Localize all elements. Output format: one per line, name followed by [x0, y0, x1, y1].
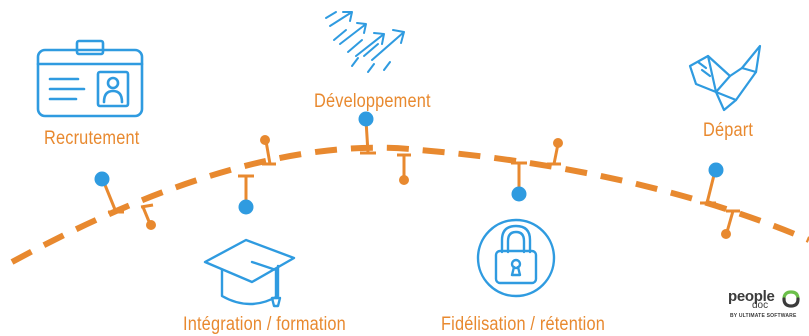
marker-recrutement [94, 171, 124, 214]
marker-integration [238, 174, 254, 215]
stage-label-developpement: Développement [314, 91, 431, 112]
graduation-cap-icon [203, 238, 296, 308]
pin-1 [140, 203, 156, 230]
marker-developpement [358, 111, 376, 155]
id-card-icon [36, 39, 144, 118]
stage-label-fidelisation: Fidélisation / rétention [441, 314, 605, 335]
stage-label-depart: Départ [703, 120, 754, 141]
logo-main-text: people [728, 288, 775, 305]
timeline-arc [10, 144, 809, 265]
stage-label-integration: Intégration / formation [183, 314, 346, 335]
pin-4 [547, 138, 563, 166]
marker-fidelisation [511, 161, 527, 202]
marker-depart [700, 162, 724, 205]
arrows-icon [325, 11, 405, 73]
padlock-icon [476, 218, 556, 298]
pin-5 [721, 209, 740, 239]
peopledoc-logo-icon [782, 290, 800, 308]
paper-crane-icon [688, 44, 762, 112]
logo-tagline: BY ULTIMATE SOFTWARE [730, 313, 797, 319]
pin-3 [397, 153, 411, 185]
pin-2 [260, 135, 276, 166]
stage-label-recrutement: Recrutement [44, 128, 140, 149]
peopledoc-logo: people doc BY ULTIMATE SOFTWARE [728, 288, 806, 328]
logo-sub-text: doc [752, 300, 769, 311]
